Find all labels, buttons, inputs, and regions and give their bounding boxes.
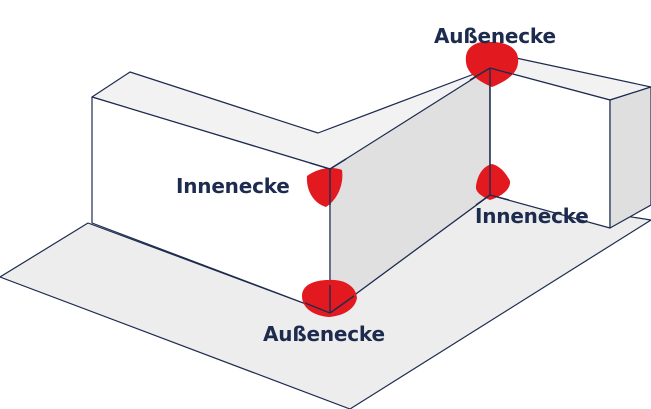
inner-corner-marker-left — [306, 168, 343, 207]
inner-corner-marker-right — [475, 164, 511, 200]
right-inner-diagonal-edge — [475, 194, 491, 206]
outer-corner-label-top: Außenecke — [434, 24, 556, 48]
inner-corner-label-right: Innenecke — [475, 204, 589, 228]
top-outer-right-edge — [489, 67, 513, 75]
outer-corner-marker-top — [465, 41, 519, 87]
right-block-end — [609, 86, 651, 229]
bottom-outer-left-edge — [304, 302, 331, 314]
corner-edges — [304, 67, 513, 314]
bottom-outer-right-edge — [329, 295, 355, 314]
left-inner-horizontal-edge — [309, 162, 331, 170]
inner-corner-label-left: Innenecke — [176, 174, 290, 198]
top-outer-left-edge — [469, 67, 491, 81]
right-inner-horizontal-edge — [489, 194, 510, 201]
outer-corner-label-bottom: Außenecke — [263, 322, 385, 346]
left-inner-diagonal-edge — [329, 158, 347, 170]
